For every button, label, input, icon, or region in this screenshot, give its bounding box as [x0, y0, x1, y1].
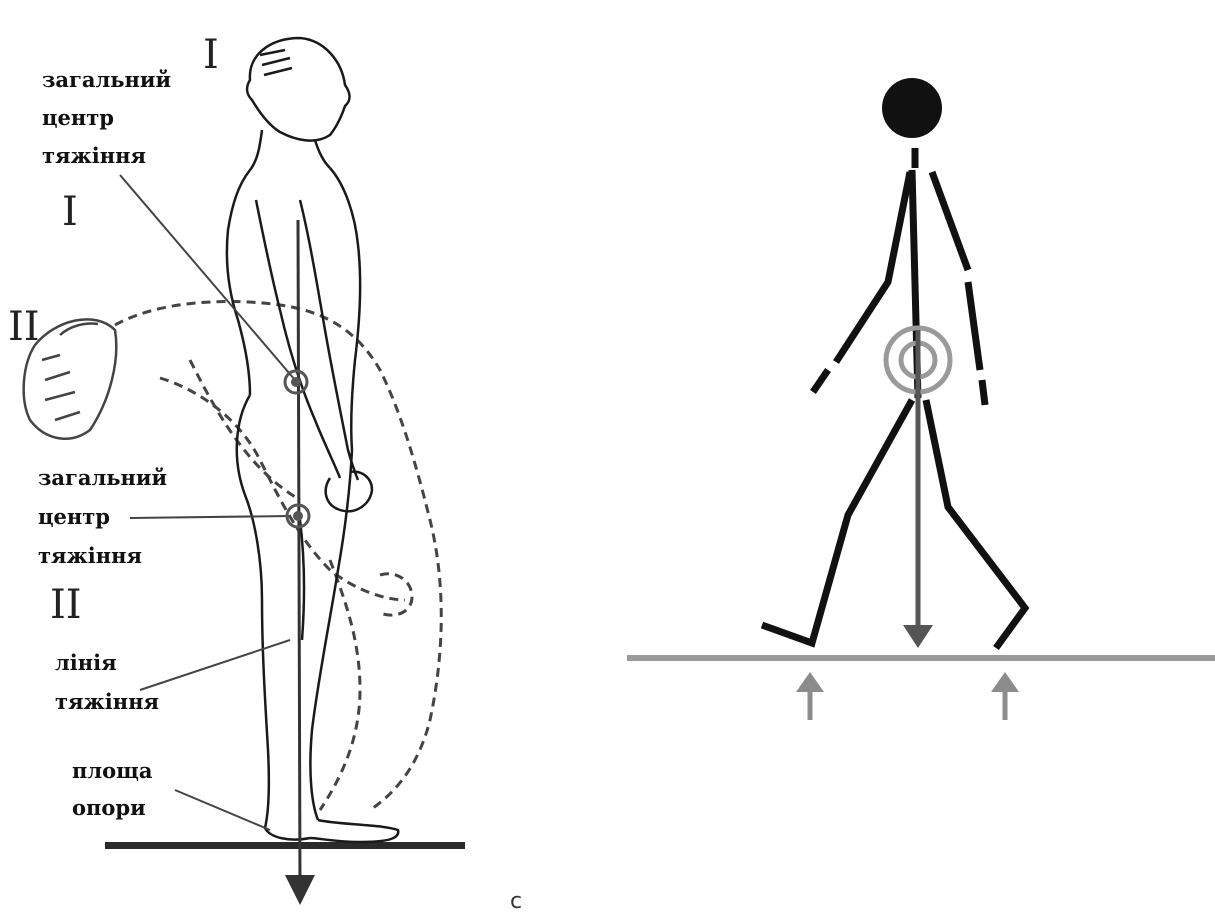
stick-figure	[762, 78, 1025, 648]
ground-line	[627, 655, 1215, 661]
label-cog-upper-line3: тяжіння	[42, 143, 146, 168]
label-cog-upper-line2: центр	[42, 105, 114, 130]
right-panel	[627, 78, 1215, 720]
roman-numeral-i-top: I	[203, 32, 219, 78]
pointer-lines	[120, 175, 295, 830]
stick-head	[882, 78, 942, 138]
bent-figure-outline	[115, 302, 441, 810]
roman-numeral-ii-mid: II	[50, 582, 82, 628]
label-support-area: площа опори	[72, 758, 160, 820]
label-gravity-line-line2: тяжіння	[55, 689, 159, 714]
label-cog-lower-line1: загальний	[38, 465, 167, 490]
upright-figure-outline	[227, 38, 398, 842]
label-gravity-line-line1: лінія	[55, 650, 117, 675]
label-cog-lower: загальний центр тяжіння	[38, 465, 174, 568]
roman-numeral-i-mid: I	[62, 189, 78, 235]
roman-numeral-ii-left: II	[8, 304, 40, 350]
label-cog-upper-line1: загальний	[42, 67, 171, 92]
label-cog-lower-line3: тяжіння	[38, 543, 142, 568]
support-arrow-left	[796, 672, 824, 720]
label-support-area-line1: площа	[72, 758, 153, 783]
support-arrow-right	[991, 672, 1019, 720]
label-cog-lower-line2: центр	[38, 504, 110, 529]
cog-marker-upper	[285, 371, 307, 393]
gravity-line-arrow	[298, 220, 300, 890]
left-panel: I I II II загальний центр тяжіння загаль…	[8, 32, 465, 890]
gravity-arrow	[903, 330, 933, 648]
label-cog-upper: загальний центр тяжіння	[42, 67, 178, 168]
label-gravity-line: лінія тяжіння	[55, 650, 159, 714]
label-support-area-line2: опори	[72, 795, 146, 820]
stray-glyph: c	[510, 889, 522, 912]
floor-bar	[105, 842, 465, 849]
